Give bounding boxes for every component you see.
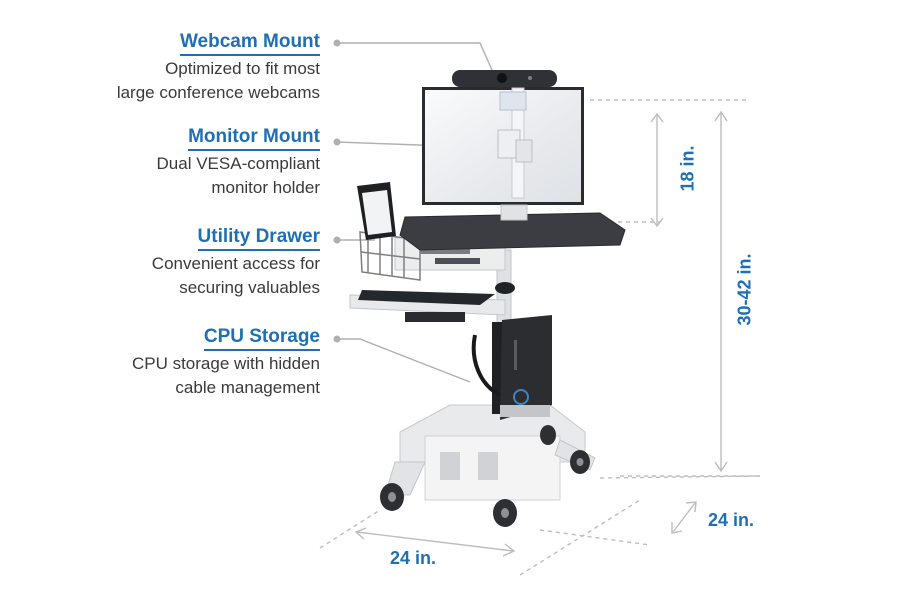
callout-title: Monitor Mount — [188, 126, 320, 151]
clipboard — [357, 182, 396, 240]
caster-wheels — [380, 425, 590, 527]
callout-utility-drawer: Utility Drawer Convenient access for sec… — [152, 226, 320, 300]
monitor-mount — [497, 87, 533, 199]
utility-basket — [359, 231, 421, 281]
callout-desc: cable management — [175, 378, 320, 397]
dimension-depth: 24 in. — [708, 510, 755, 530]
callout-desc: large conference webcams — [116, 83, 320, 102]
work-surface — [399, 212, 626, 251]
keyboard-tray — [349, 282, 515, 322]
callout-desc: CPU storage with hidden — [131, 354, 320, 373]
dimension-total-height: 30-42 in. — [734, 253, 755, 326]
callout-desc: Dual VESA-compliant — [156, 154, 320, 173]
dimension-lines — [319, 99, 761, 576]
callout-desc: Optimized to fit most — [165, 59, 320, 78]
cpu-holder — [471, 315, 552, 420]
callout-desc: monitor holder — [211, 178, 320, 197]
callout-title: CPU Storage — [203, 326, 320, 351]
callout-desc: securing valuables — [179, 278, 320, 297]
callout-title: Webcam Mount — [179, 31, 320, 56]
callout-webcam-mount: Webcam Mount Optimized to fit most large… — [117, 31, 320, 105]
webcam — [452, 70, 557, 87]
callout-cpu-storage: CPU Storage CPU storage with hidden cabl… — [132, 326, 320, 400]
dimension-monitor-height: 18 in. — [677, 145, 698, 192]
callout-desc: Convenient access for — [151, 254, 320, 273]
dimension-width: 24 in. — [390, 548, 437, 568]
cart-base — [380, 404, 596, 527]
callout-monitor-mount: Monitor Mount Dual VESA-compliant monito… — [157, 126, 320, 200]
callout-title: Utility Drawer — [197, 226, 320, 251]
